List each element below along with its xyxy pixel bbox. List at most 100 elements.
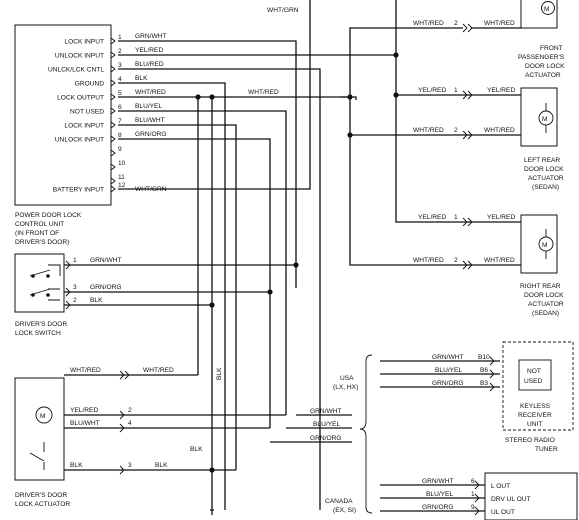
connector-symbol: [110, 185, 116, 193]
wire-label: BLU/WHT: [135, 117, 165, 124]
pin-number: 2: [454, 257, 458, 264]
wire-grn-wht: [118, 40, 297, 288]
pin-name: GROUND: [75, 81, 105, 88]
pin-number: 10: [118, 160, 126, 167]
control-unit-wires: GRN/WHT YEL/RED BLU/RED BLK WHT/RED BLU/…: [118, 0, 391, 510]
wire-label: YEL/RED: [487, 87, 515, 94]
splice-dot: [347, 94, 353, 100]
connector-symbol: [110, 121, 116, 129]
wire-label: BLU/YEL: [435, 367, 462, 374]
output-label: DRV UL OUT: [491, 496, 531, 503]
connector-symbol: [110, 51, 116, 59]
wire-label: WHT/RED: [413, 20, 444, 27]
wire-label: GRN/WHT: [90, 257, 122, 264]
not-used-box: [518, 359, 552, 391]
wire-blu-yel: [118, 110, 287, 415]
pin-number: 2: [118, 48, 122, 55]
pin-name: LOCK INPUT: [64, 123, 104, 130]
wire-label: BLU/YEL: [135, 103, 162, 110]
pin-number: B10: [478, 354, 490, 361]
control-unit-box: [14, 24, 112, 206]
receiver-caption: UNIT: [527, 421, 542, 428]
tuner-caption: TUNER: [535, 446, 558, 453]
caption-line: PASSENGER'S: [518, 54, 565, 61]
region-label: USA: [340, 375, 354, 382]
caption-line: RIGHT REAR: [520, 283, 561, 290]
driver-door-actuator: M WHT/RED WHT/RED 2 4 3 YEL/RED BLU/WHT …: [14, 305, 286, 515]
pin-name: UNLOCK INPUT: [55, 53, 104, 60]
output-label: L OUT: [491, 483, 510, 490]
pin-number: 1: [454, 214, 458, 221]
connector-symbol: [110, 79, 116, 87]
pin-number: 3: [128, 462, 132, 469]
wire-label: WHT/RED: [70, 367, 101, 374]
pin-name: NOT USED: [70, 109, 104, 116]
connector-symbol: [110, 177, 116, 185]
switch-contacts: [29, 264, 61, 301]
wire-label: YEL/RED: [418, 214, 446, 221]
wire-label: GRN/ORG: [310, 435, 342, 442]
not-used-label: USED: [524, 378, 543, 385]
wire-label: GRN/ORG: [135, 131, 167, 138]
wire-label: BLU/YEL: [313, 421, 340, 428]
wire-grn-org: [118, 138, 271, 428]
wire-label: GRN/WHT: [310, 408, 342, 415]
pin-number: 2: [128, 407, 132, 414]
splice-dot: [393, 52, 399, 58]
region-label: (EX, SI): [333, 507, 356, 514]
motor-label: M: [542, 242, 548, 249]
wire-label: WHT/RED: [143, 367, 174, 374]
pin-number: 5: [118, 90, 122, 97]
wire-label: GRN/ORG: [422, 504, 454, 511]
front-passenger-actuator: WHT/RED 2 WHT/RED M FRONT PASSENGER'S DO…: [400, 0, 565, 79]
pin-number: 3: [118, 62, 122, 69]
wire-blu-red: [118, 68, 321, 442]
wire-label: YEL/RED: [487, 214, 515, 221]
right-rear-actuator: YEL/RED 1 YEL/RED WHT/RED 2 WHT/RED M RI…: [400, 214, 564, 317]
pin-number: 1: [73, 257, 77, 264]
pin-number: B6: [480, 367, 488, 374]
pin-number: 2: [73, 297, 77, 304]
wire-label: WHT/RED: [135, 89, 166, 96]
pin-name: LOCK INPUT: [64, 39, 104, 46]
pin-name: LOCK OUTPUT: [57, 95, 104, 102]
wire-label: BLU/RED: [135, 61, 164, 68]
connector-symbol: [462, 90, 473, 140]
not-used-label: NOT: [527, 368, 541, 375]
wire-blk-ground: [118, 82, 226, 510]
pin-number: 8: [118, 132, 122, 139]
connector-symbol: [462, 217, 473, 270]
receiver-caption: RECEIVER: [518, 412, 552, 419]
pin-number: 2: [454, 127, 458, 134]
connector-symbol: [110, 107, 116, 115]
caption-line: DOOR LOCK: [525, 63, 565, 70]
wire-label: GRN/WHT: [135, 33, 167, 40]
caption-line: DRIVER'S DOOR: [15, 321, 67, 328]
switch-contact: [46, 274, 50, 278]
canada-stereo-unit: CANADA (EX, SI) GRN/WHT BLU/YEL GRN/ORG …: [325, 472, 578, 520]
connector-symbol: [119, 370, 130, 475]
motor-icon: [35, 406, 53, 424]
stereo-box: [484, 472, 578, 520]
motor-label: M: [40, 413, 46, 420]
wire-crossover: [340, 96, 357, 100]
caption-line: (SEDAN): [532, 184, 559, 191]
wire-label: GRN/WHT: [432, 354, 464, 361]
pin-number: 12: [118, 182, 126, 189]
wire-label: BLU/YEL: [426, 491, 453, 498]
wire-label: BLU/WHT: [70, 420, 100, 427]
splice-dot: [293, 262, 299, 268]
connector-symbol: [110, 135, 116, 143]
wire-label: YEL/RED: [70, 407, 98, 414]
switch-contact: [46, 293, 50, 297]
wire-label: WHT/RED: [248, 89, 279, 96]
connector-symbol: [110, 163, 116, 171]
wire-label: WHT/GRN: [267, 7, 299, 14]
caption-line: DRIVER'S DOOR: [15, 492, 67, 499]
pin-name: UNLCK/LCK CNTL: [48, 67, 104, 74]
connector-symbol: [110, 149, 116, 157]
pin-name: UNLOCK INPUT: [55, 137, 104, 144]
